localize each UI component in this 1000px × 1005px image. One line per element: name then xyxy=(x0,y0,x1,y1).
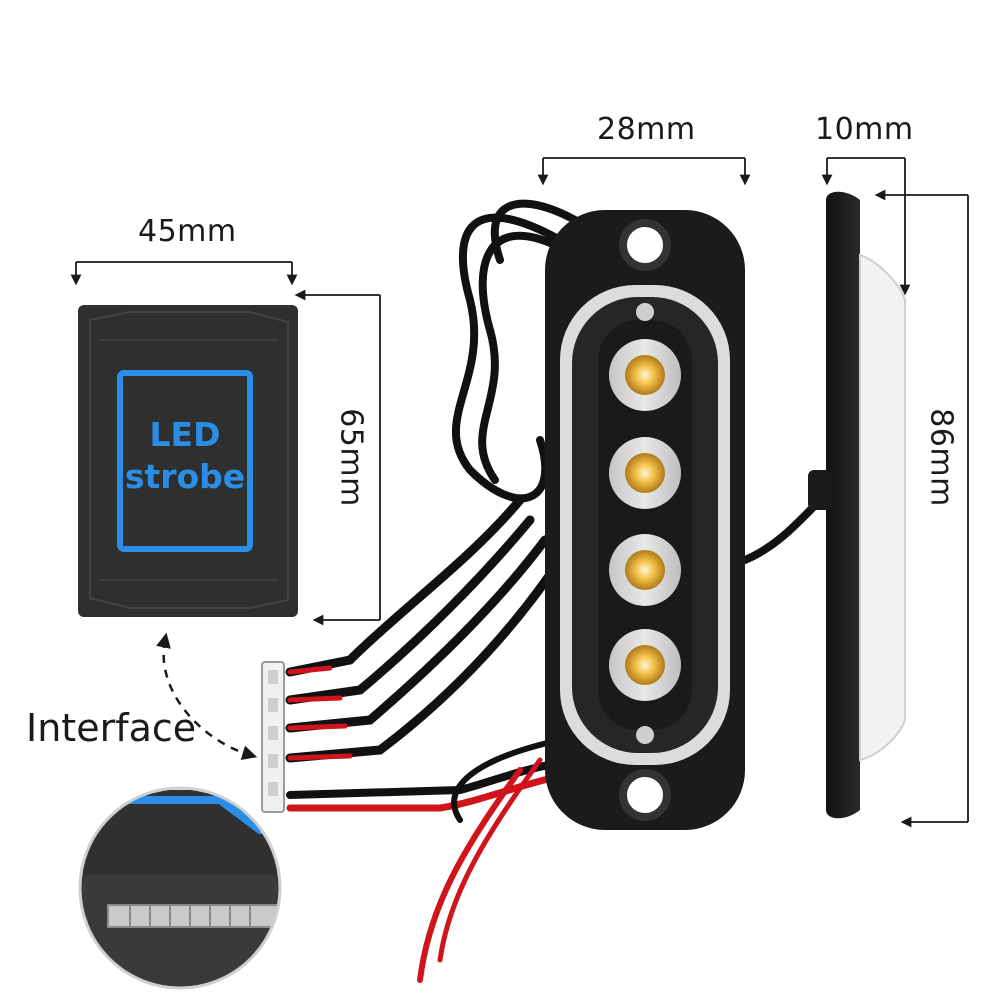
controller-box xyxy=(78,305,298,617)
controller-label-line2: strobe xyxy=(124,457,246,496)
led-light-side xyxy=(808,191,906,819)
led-light-front xyxy=(545,210,745,830)
connector-plug xyxy=(261,661,285,813)
interface-arrow xyxy=(156,632,258,761)
interface-zoom-inset xyxy=(78,786,282,990)
controller-label-line1: LED xyxy=(149,415,221,454)
dimension-depth-10mm: 10mm xyxy=(815,112,914,147)
dimension-height-65mm: 65mm xyxy=(333,408,369,507)
led-lights xyxy=(609,339,681,701)
dimension-width-28mm: 28mm xyxy=(597,112,696,147)
wire-bundle xyxy=(285,199,834,983)
interface-label: Interface xyxy=(26,706,197,750)
dimension-height-86mm: 86mm xyxy=(923,408,959,507)
dimension-width-45mm: 45mm xyxy=(138,214,237,249)
dimension-lines xyxy=(70,157,969,828)
